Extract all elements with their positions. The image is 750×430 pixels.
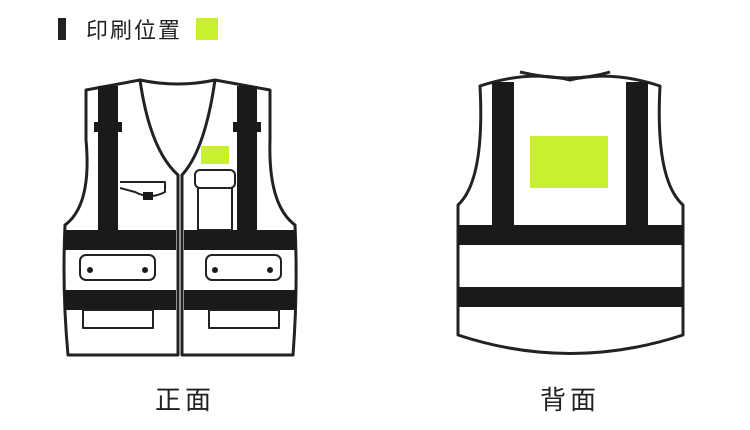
front-vest-outline (62, 78, 180, 357)
front-snap-1 (87, 267, 93, 273)
legend-bar-icon (58, 18, 66, 40)
front-pen-holder (143, 192, 153, 200)
back-vest (456, 70, 685, 355)
front-collar (139, 78, 216, 86)
back-print-area (530, 136, 608, 188)
back-vest-outline (456, 74, 685, 355)
front-snap-2 (142, 267, 148, 273)
front-stripe-upper-left (64, 230, 176, 250)
front-vest (62, 78, 298, 357)
front-strap-left (98, 86, 118, 234)
front-lower-pocket-left-body (82, 309, 154, 329)
back-collar (519, 70, 611, 80)
front-buckle-right (233, 122, 261, 132)
back-stripe-lower (458, 287, 683, 307)
front-stripe-lower-right (184, 290, 296, 310)
legend-title: 印刷位置 (86, 19, 183, 44)
front-lower-pocket-right-body (208, 309, 280, 329)
front-snap-3 (212, 267, 218, 273)
print-position-swatch-icon (196, 18, 219, 40)
front-snap-4 (267, 267, 273, 273)
front-lower-pocket-left-flap (79, 254, 156, 281)
back-strap-right (626, 82, 648, 227)
front-pocket-right-body (197, 187, 233, 231)
legend-header: 印刷位置 (58, 15, 219, 44)
front-buckle-left (94, 122, 122, 132)
front-lower-pocket-right-flap (205, 254, 282, 281)
front-label: 正面 (154, 386, 215, 416)
front-stripe-lower-left (64, 290, 176, 310)
back-stripe-upper (458, 225, 683, 245)
front-print-area (201, 146, 229, 164)
back-strap-left (492, 82, 514, 227)
front-strap-right (237, 86, 257, 234)
front-stripe-upper-right (184, 230, 296, 250)
back-label: 背面 (539, 386, 600, 416)
